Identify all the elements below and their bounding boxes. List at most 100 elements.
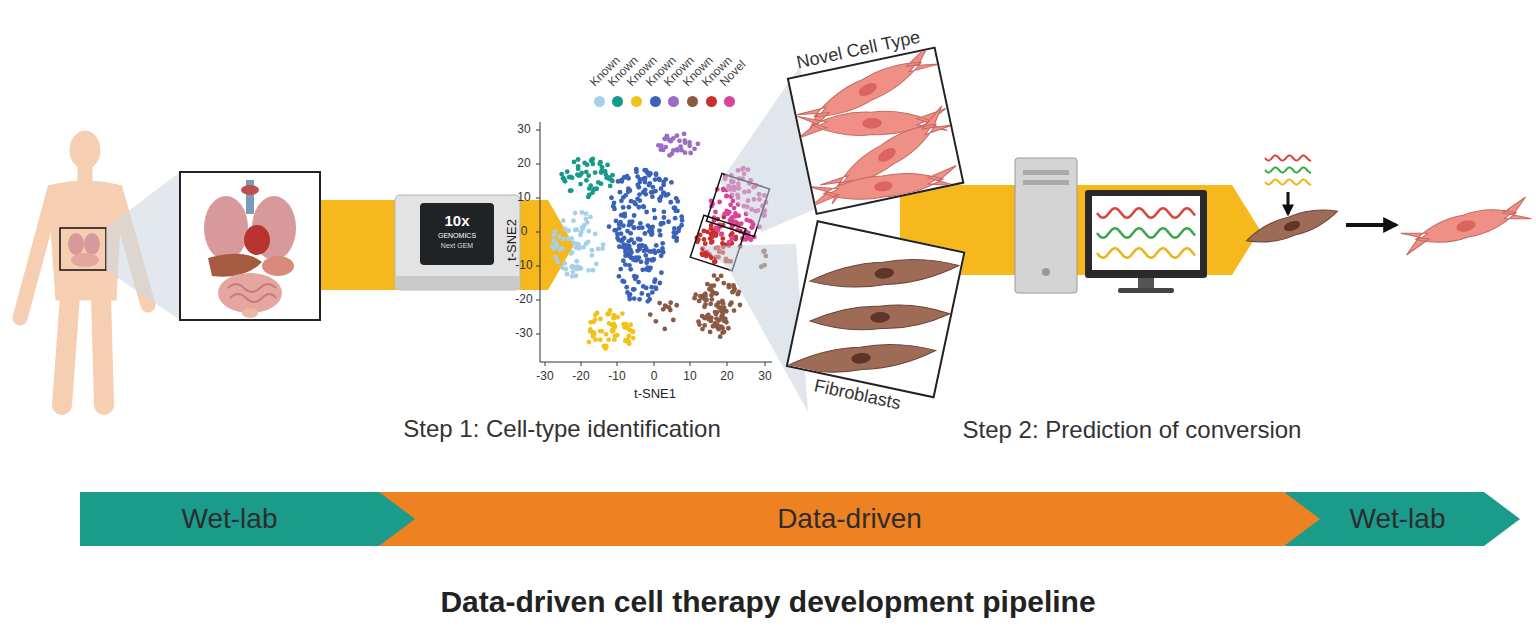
scatter-dot bbox=[657, 196, 662, 201]
zoom-wedge bbox=[700, 244, 808, 412]
scatter-dot bbox=[648, 312, 653, 317]
scatter-dot bbox=[718, 334, 723, 339]
scatter-dot bbox=[625, 174, 630, 179]
phase-arrow: Wet-lab bbox=[1285, 492, 1520, 546]
cell-nucleus bbox=[851, 352, 872, 365]
axis-line bbox=[540, 122, 541, 362]
legend-swatch bbox=[612, 96, 623, 107]
scatter-dot bbox=[727, 240, 732, 245]
illustration-part bbox=[204, 196, 248, 260]
illustration-part bbox=[395, 195, 520, 290]
sequence-wave bbox=[1265, 179, 1311, 185]
scatter-dot bbox=[682, 132, 687, 137]
scatter-dot bbox=[569, 265, 574, 270]
scatter-dot bbox=[618, 190, 623, 195]
scatter-dot bbox=[639, 291, 644, 296]
fibroblast-cell bbox=[808, 254, 960, 293]
scatter-dot bbox=[561, 218, 566, 223]
scatter-dot bbox=[649, 232, 654, 237]
scatter-dot bbox=[570, 269, 575, 274]
scatter-dot bbox=[657, 176, 662, 181]
scatter-dot bbox=[644, 210, 649, 215]
scatter-dot bbox=[736, 213, 741, 218]
scatter-dot bbox=[573, 211, 578, 216]
scatter-dot bbox=[712, 273, 717, 278]
scatter-dot bbox=[629, 199, 634, 204]
arrow bbox=[1287, 192, 1290, 214]
scatter-dot bbox=[554, 255, 559, 260]
scatter-dot bbox=[653, 177, 658, 182]
scatter-dot bbox=[704, 314, 709, 319]
axis-tick-mark bbox=[536, 198, 540, 199]
scatter-dot bbox=[702, 237, 707, 242]
scatter-dot bbox=[650, 290, 655, 295]
scatter-dot bbox=[620, 311, 625, 316]
scatter-dot bbox=[555, 243, 560, 248]
scatter-dot bbox=[628, 247, 633, 252]
scatter-dot bbox=[572, 160, 577, 165]
illustration-part bbox=[60, 228, 106, 270]
scatter-dot bbox=[677, 138, 682, 143]
scatter-dot bbox=[645, 299, 650, 304]
scatter-dot bbox=[683, 150, 688, 155]
scatter-dot bbox=[574, 273, 579, 278]
scatter-dot bbox=[586, 239, 591, 244]
illustration-part bbox=[1023, 180, 1069, 185]
scatter-dot bbox=[559, 172, 564, 177]
scatter-dot bbox=[634, 167, 639, 172]
illustration-part bbox=[395, 276, 520, 290]
scatter-dot bbox=[671, 230, 676, 235]
scatter-dot bbox=[675, 148, 680, 153]
scatter-dot bbox=[661, 307, 666, 312]
scatter-dot bbox=[615, 315, 620, 320]
scatter-dot bbox=[613, 334, 618, 339]
scatter-dot bbox=[576, 164, 581, 169]
fibroblast-cell bbox=[809, 302, 950, 333]
chest-inset bbox=[60, 228, 106, 270]
scatter-dot bbox=[703, 302, 708, 307]
scatter-dot bbox=[728, 302, 733, 307]
scatter-dot bbox=[721, 301, 726, 306]
step-label: Step 2: Prediction of conversion bbox=[963, 417, 1302, 443]
scatter-dot bbox=[617, 222, 622, 227]
scatter-dot bbox=[610, 179, 615, 184]
scatter-dot bbox=[623, 338, 628, 343]
scatter-dot bbox=[624, 285, 629, 290]
scatter-dot bbox=[583, 216, 588, 221]
scatter-dot bbox=[722, 329, 727, 334]
scatter-dot bbox=[561, 236, 566, 241]
scatter-dot bbox=[638, 177, 643, 182]
computer bbox=[1015, 158, 1207, 293]
scatter-dot bbox=[625, 229, 630, 234]
axis-tick-mark bbox=[536, 300, 540, 301]
illustration-part bbox=[101, 296, 104, 405]
axis-tick-mark bbox=[536, 232, 540, 233]
cell-nucleus bbox=[874, 267, 895, 280]
flow-band bbox=[320, 200, 574, 290]
scatter-dot bbox=[593, 231, 598, 236]
illustration-part bbox=[1023, 170, 1069, 175]
scatter-dot bbox=[588, 215, 593, 220]
scatter-dot bbox=[714, 316, 719, 321]
scatter-dot bbox=[621, 258, 626, 263]
step-label: Step 1: Cell-type identification bbox=[403, 416, 721, 442]
scatter-dot bbox=[598, 329, 603, 334]
scatter-dot bbox=[678, 144, 683, 149]
scatter-dot bbox=[724, 309, 729, 314]
scatter-dot bbox=[731, 285, 736, 290]
scatter-dot bbox=[719, 231, 724, 236]
diagram-title: Data-driven cell therapy development pip… bbox=[440, 585, 1095, 618]
axis-tick: 30 bbox=[758, 370, 771, 383]
scatter-dot bbox=[661, 190, 666, 195]
scatter-dot bbox=[704, 298, 709, 303]
scatter-dot bbox=[658, 222, 663, 227]
scatter-dot bbox=[578, 266, 583, 271]
scatter-dot bbox=[605, 162, 610, 167]
axis-tick-mark bbox=[536, 334, 540, 335]
legend-swatch bbox=[668, 96, 679, 107]
scatter-dot bbox=[574, 227, 579, 232]
scatter-dot bbox=[599, 169, 604, 174]
scatter-dot bbox=[721, 316, 726, 321]
phase-label: Wet-lab bbox=[1350, 503, 1446, 535]
scatter-dot bbox=[724, 194, 729, 199]
